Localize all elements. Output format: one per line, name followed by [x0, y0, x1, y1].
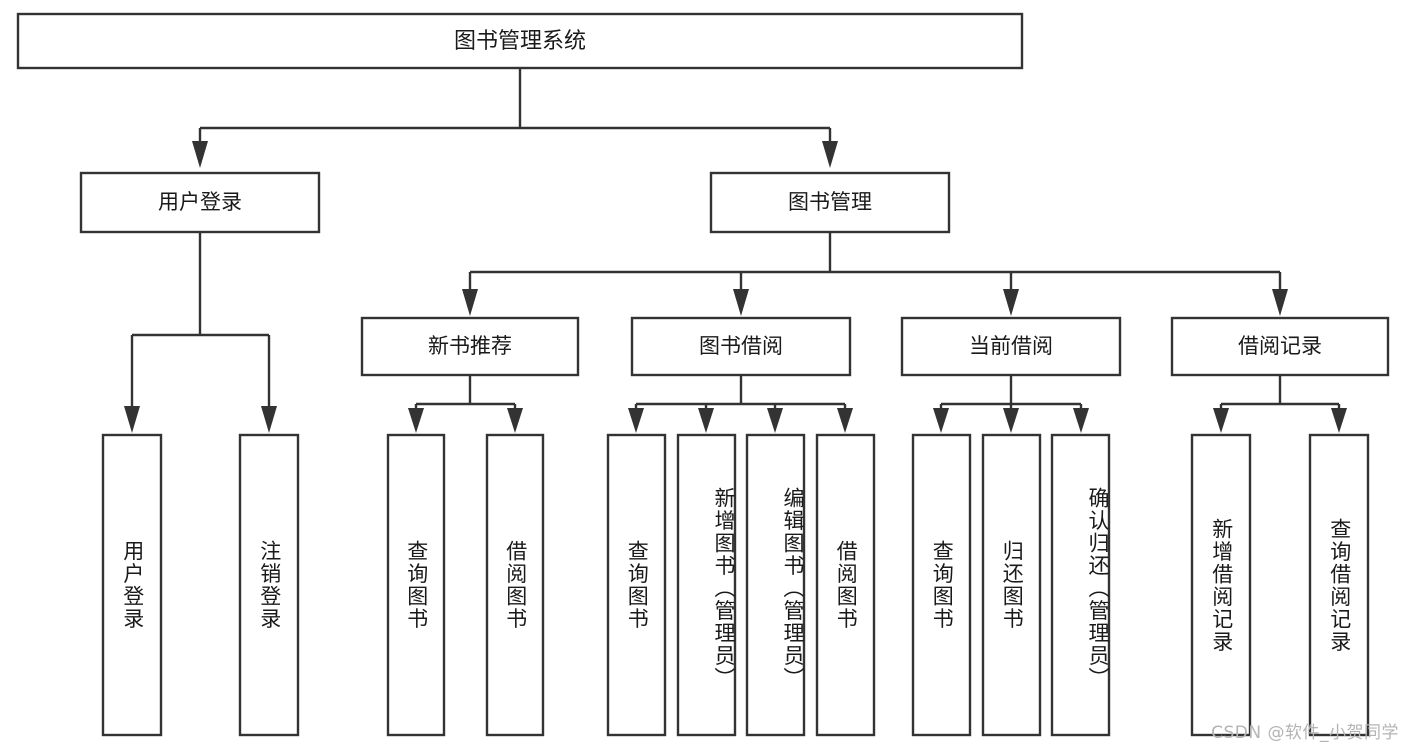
- node-new-book-recommend-box[interactable]: [360, 316, 580, 377]
- node-current-borrow-label: 当前借阅: [969, 334, 1053, 358]
- node-book-borrow-label: 图书借阅: [699, 334, 783, 358]
- watermark-text: CSDN @软件_小贺同学: [1211, 723, 1399, 743]
- arrow-book-mgmt-to-current: [1003, 289, 1019, 316]
- leaf-box-add-book-admin[interactable]: [676, 433, 737, 737]
- connector-group-borrow: [628, 375, 853, 433]
- leaf-box-confirm-return-admin[interactable]: [1050, 433, 1111, 737]
- leaf-box-user-login[interactable]: [101, 433, 163, 737]
- node-book-management-box[interactable]: [709, 171, 951, 234]
- arrow-borrow-leaf-2: [698, 408, 714, 433]
- arrow-user-login-leaf-2: [261, 406, 277, 433]
- leaf-box-borrow-book[interactable]: [815, 433, 876, 737]
- connector-group-new-book: [408, 375, 523, 433]
- leaf-box-query-borrow-record[interactable]: [1308, 433, 1370, 737]
- connector-group-current-borrow: [933, 375, 1089, 433]
- leaf-box-query-book-current[interactable]: [911, 433, 972, 737]
- arrow-new-book-leaf-1: [408, 408, 424, 433]
- connector-group-user-login: [124, 232, 277, 433]
- arrow-book-mgmt-to-record: [1272, 289, 1288, 316]
- arrow-borrow-leaf-4: [837, 408, 853, 433]
- node-root-label: 图书管理系统: [454, 29, 586, 54]
- node-borrow-record[interactable]: 借阅记录: [1170, 316, 1390, 377]
- node-new-book-recommend-label: 新书推荐: [428, 334, 512, 358]
- node-root-box[interactable]: [16, 12, 1024, 70]
- arrow-record-leaf-1: [1213, 408, 1229, 433]
- leaf-box-return-book[interactable]: [981, 433, 1042, 737]
- arrow-current-leaf-2: [1003, 408, 1019, 433]
- leaf-box-logout[interactable]: [238, 433, 300, 737]
- arrow-current-leaf-1: [933, 408, 949, 433]
- leaf-box-borrow-book-new[interactable]: [485, 433, 545, 737]
- connector-group-root: [192, 68, 838, 168]
- leaf-box-edit-book-admin[interactable]: [745, 433, 806, 737]
- arrow-root-to-book-mgmt: [822, 141, 838, 168]
- node-root[interactable]: 图书管理系统: [16, 12, 1024, 70]
- node-current-borrow-box[interactable]: [900, 316, 1122, 377]
- node-new-book-recommend[interactable]: 新书推荐: [360, 316, 580, 377]
- leaf-box-add-borrow-record[interactable]: [1190, 433, 1252, 737]
- node-book-management[interactable]: 图书管理: [709, 171, 951, 234]
- arrow-borrow-leaf-1: [628, 408, 644, 433]
- leaf-box-query-book-borrow[interactable]: [606, 433, 667, 737]
- node-user-login-label: 用户登录: [158, 190, 242, 214]
- arrow-root-to-user-login: [192, 141, 208, 168]
- node-user-login[interactable]: 用户登录: [79, 171, 321, 234]
- node-book-management-label: 图书管理: [788, 190, 872, 214]
- node-borrow-record-box[interactable]: [1170, 316, 1390, 377]
- node-user-login-box[interactable]: [79, 171, 321, 234]
- node-book-borrow[interactable]: 图书借阅: [630, 316, 852, 377]
- node-borrow-record-label: 借阅记录: [1238, 334, 1322, 358]
- arrow-record-leaf-2: [1331, 408, 1347, 433]
- connector-group-record: [1213, 375, 1347, 433]
- leaf-box-query-book-new[interactable]: [386, 433, 446, 737]
- node-current-borrow[interactable]: 当前借阅: [900, 316, 1122, 377]
- node-book-borrow-box[interactable]: [630, 316, 852, 377]
- arrow-new-book-leaf-2: [507, 408, 523, 433]
- connector-group-book-mgmt: [462, 232, 1288, 316]
- arrow-user-login-leaf-1: [124, 406, 140, 433]
- arrow-borrow-leaf-3: [767, 408, 783, 433]
- arrow-current-leaf-3: [1073, 408, 1089, 433]
- arrow-book-mgmt-to-new-book: [462, 289, 478, 316]
- arrow-book-mgmt-to-borrow: [733, 289, 749, 316]
